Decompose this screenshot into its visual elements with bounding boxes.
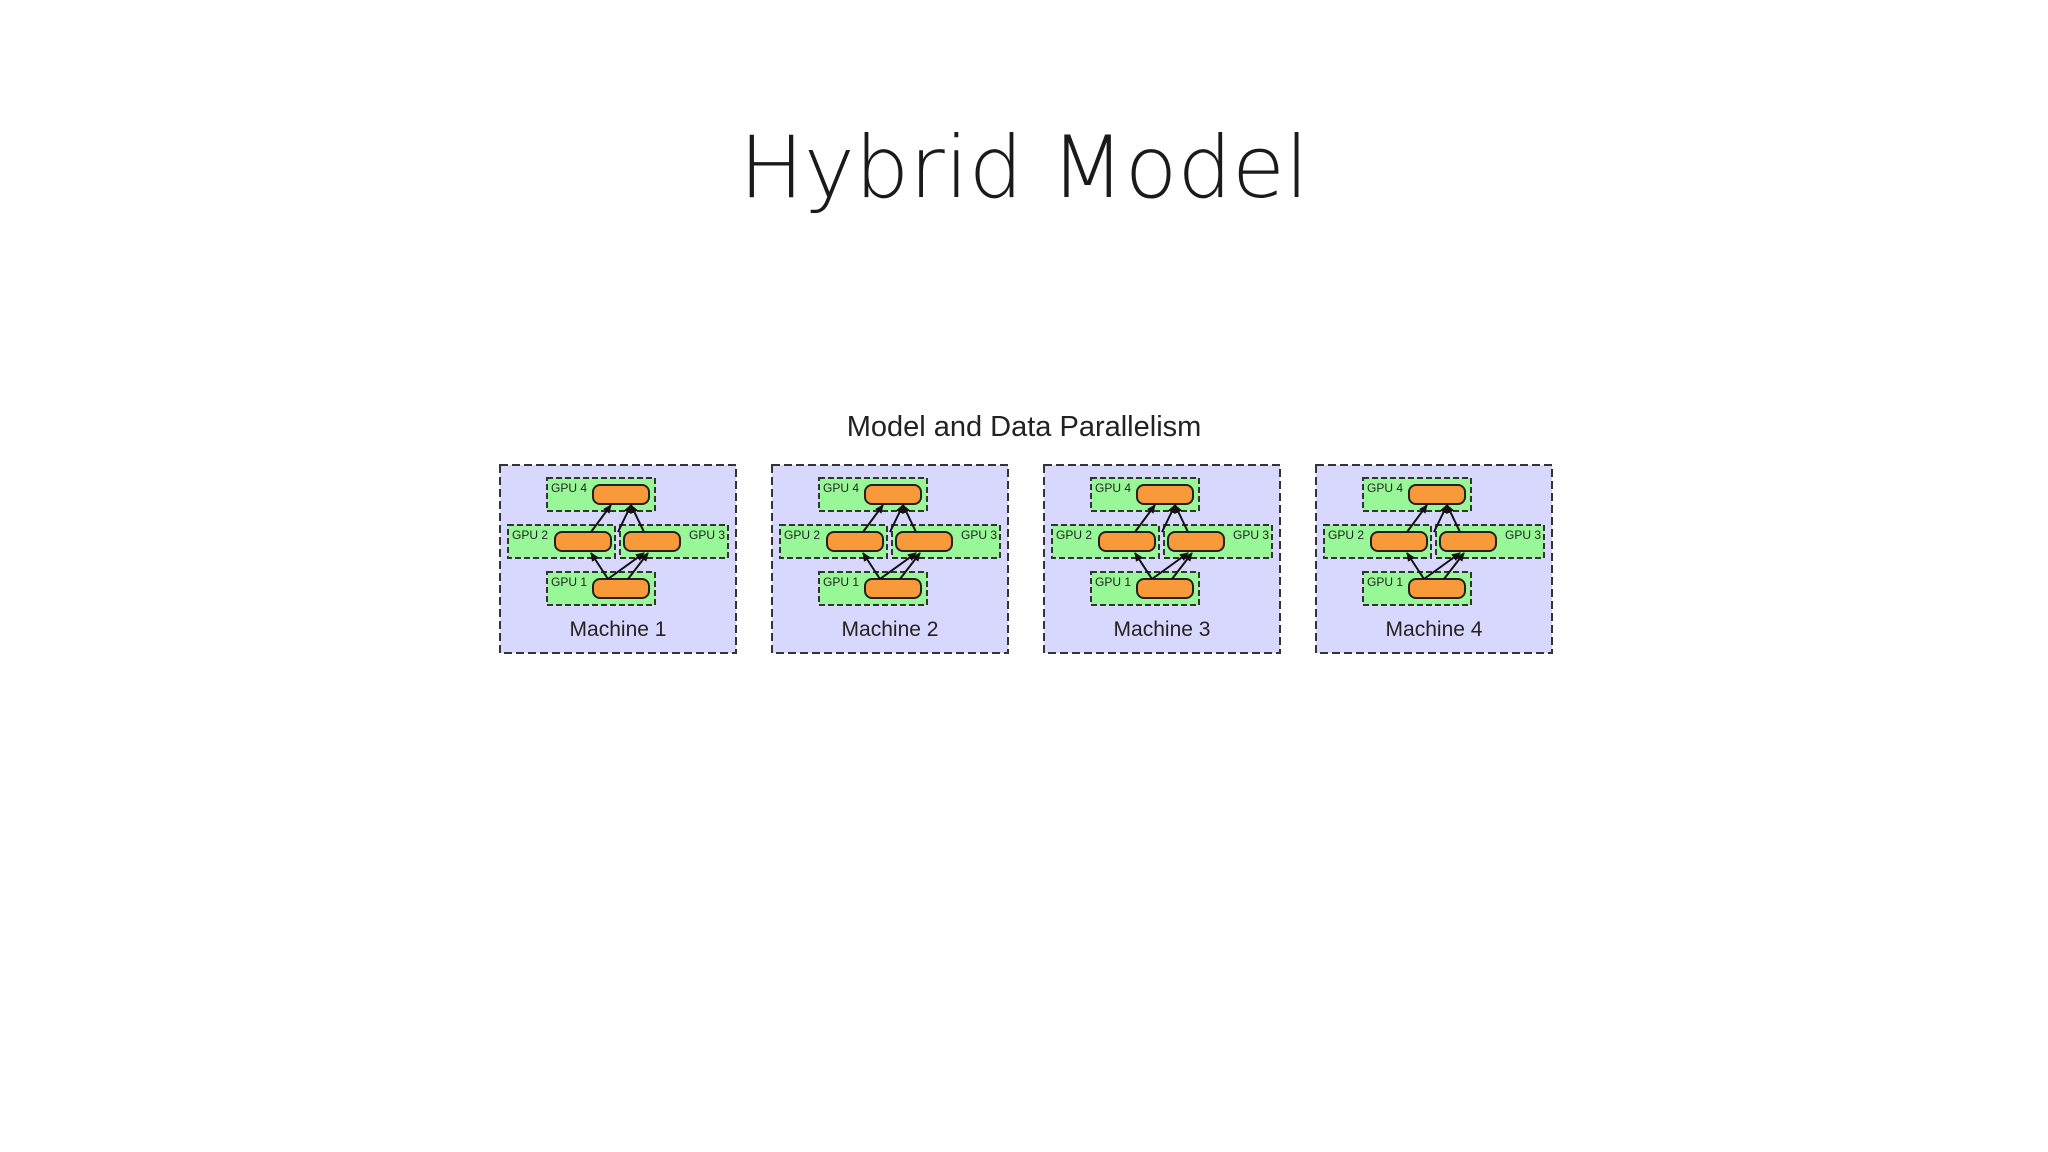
connection-arrow xyxy=(617,504,632,533)
gpu-label: GPU 2 xyxy=(1328,528,1364,542)
gpu-label: GPU 4 xyxy=(823,481,859,495)
connection-arrow xyxy=(1446,504,1461,533)
layer-node xyxy=(1439,531,1497,552)
layer-node xyxy=(1136,484,1194,505)
layer-node xyxy=(864,578,922,599)
connection-arrow xyxy=(862,504,884,533)
layer-node xyxy=(895,531,953,552)
connection-arrow xyxy=(889,504,904,533)
connection-arrow xyxy=(1406,552,1425,580)
machine-3: GPU 4 GPU 2 GPU 3 GPU 1 Machine 3 xyxy=(1043,464,1281,654)
machine-label: Machine 3 xyxy=(1114,618,1211,641)
connection-arrow xyxy=(902,504,917,533)
gpu-label: GPU 4 xyxy=(1095,481,1131,495)
connection-arrow xyxy=(1423,552,1461,580)
gpu-label: GPU 2 xyxy=(784,528,820,542)
connection-arrow xyxy=(607,552,645,580)
connection-arrow xyxy=(627,552,649,580)
connection-arrow xyxy=(1443,552,1465,580)
layer-node xyxy=(1408,578,1466,599)
connection-arrow xyxy=(630,504,645,533)
machine-label: Machine 2 xyxy=(842,618,939,641)
gpu-label: GPU 1 xyxy=(823,575,859,589)
layer-node xyxy=(1136,578,1194,599)
diagram-title: Model and Data Parallelism xyxy=(846,411,1202,443)
layer-node xyxy=(623,531,681,552)
layer-node xyxy=(864,484,922,505)
layer-node xyxy=(592,484,650,505)
connection-arrow xyxy=(590,552,609,580)
connection-arrow xyxy=(590,504,612,533)
connection-arrow xyxy=(862,552,881,580)
layer-node xyxy=(826,531,884,552)
connection-arrow xyxy=(1406,504,1428,533)
gpu-label: GPU 3 xyxy=(961,528,997,542)
gpu-label: GPU 1 xyxy=(1095,575,1131,589)
machine-4: GPU 4 GPU 2 GPU 3 GPU 1 Machine 4 xyxy=(1315,464,1553,654)
connection-arrow xyxy=(1134,504,1156,533)
gpu-label: GPU 4 xyxy=(551,481,587,495)
gpu-label: GPU 3 xyxy=(1233,528,1269,542)
gpu-label: GPU 3 xyxy=(1505,528,1541,542)
gpu-label: GPU 1 xyxy=(1367,575,1403,589)
layer-node xyxy=(1098,531,1156,552)
machine-2: GPU 4 GPU 2 GPU 3 GPU 1 Machine 2 xyxy=(771,464,1009,654)
gpu-label: GPU 3 xyxy=(689,528,725,542)
gpu-label: GPU 1 xyxy=(551,575,587,589)
connection-arrow xyxy=(1433,504,1448,533)
layer-node xyxy=(1167,531,1225,552)
connection-arrow xyxy=(879,552,917,580)
connection-arrow xyxy=(1134,552,1153,580)
layer-node xyxy=(1370,531,1428,552)
slide-title: Hybrid Model xyxy=(739,118,1309,218)
gpu-label: GPU 4 xyxy=(1367,481,1403,495)
machine-label: Machine 1 xyxy=(570,618,667,641)
layer-node xyxy=(592,578,650,599)
connection-arrow xyxy=(1174,504,1189,533)
connection-arrow xyxy=(1151,552,1189,580)
layer-node xyxy=(554,531,612,552)
gpu-label: GPU 2 xyxy=(512,528,548,542)
layer-node xyxy=(1408,484,1466,505)
machine-1: GPU 4 GPU 2 GPU 3 GPU 1 Machine 1 xyxy=(499,464,737,654)
connection-arrow xyxy=(899,552,921,580)
gpu-label: GPU 2 xyxy=(1056,528,1092,542)
machine-label: Machine 4 xyxy=(1386,618,1483,641)
connection-arrow xyxy=(1171,552,1193,580)
connection-arrow xyxy=(1161,504,1176,533)
